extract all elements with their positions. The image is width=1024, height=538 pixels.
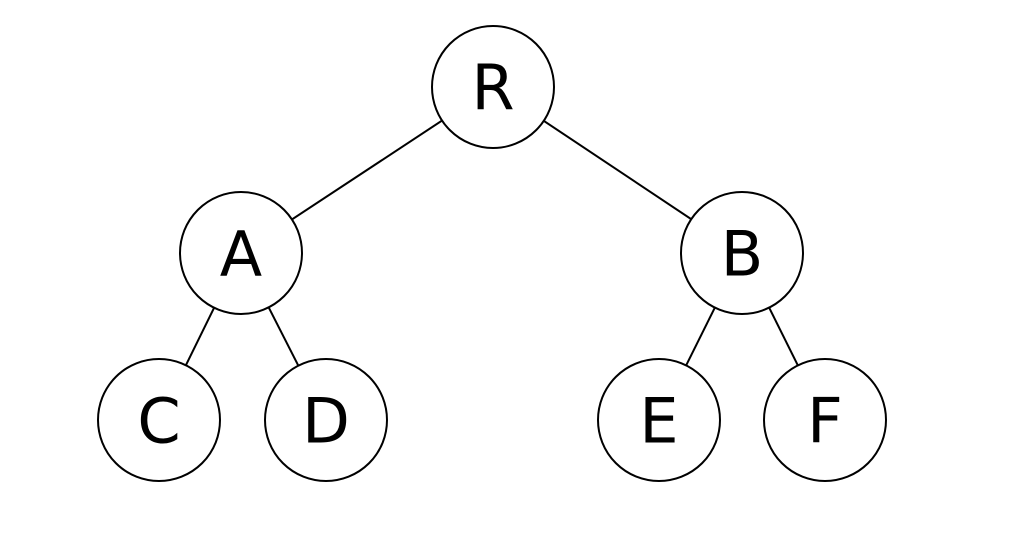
tree-node-F: F	[763, 358, 887, 482]
node-circle-R	[431, 25, 555, 149]
node-circle-C	[97, 358, 221, 482]
tree-node-C: C	[97, 358, 221, 482]
tree-node-D: D	[264, 358, 388, 482]
node-label-R: R	[471, 51, 514, 124]
tree-node-R: R	[431, 25, 555, 149]
node-label-E: E	[639, 384, 678, 457]
node-circle-A	[179, 191, 303, 315]
node-circle-E	[597, 358, 721, 482]
node-circle-D	[264, 358, 388, 482]
node-label-C: C	[137, 384, 180, 457]
tree-node-B: B	[680, 191, 804, 315]
node-label-F: F	[807, 384, 843, 457]
node-label-D: D	[302, 384, 350, 457]
node-circle-F	[763, 358, 887, 482]
node-circle-B	[680, 191, 804, 315]
tree-node-A: A	[179, 191, 303, 315]
node-label-A: A	[220, 217, 262, 290]
tree-node-E: E	[597, 358, 721, 482]
node-label-B: B	[721, 217, 764, 290]
